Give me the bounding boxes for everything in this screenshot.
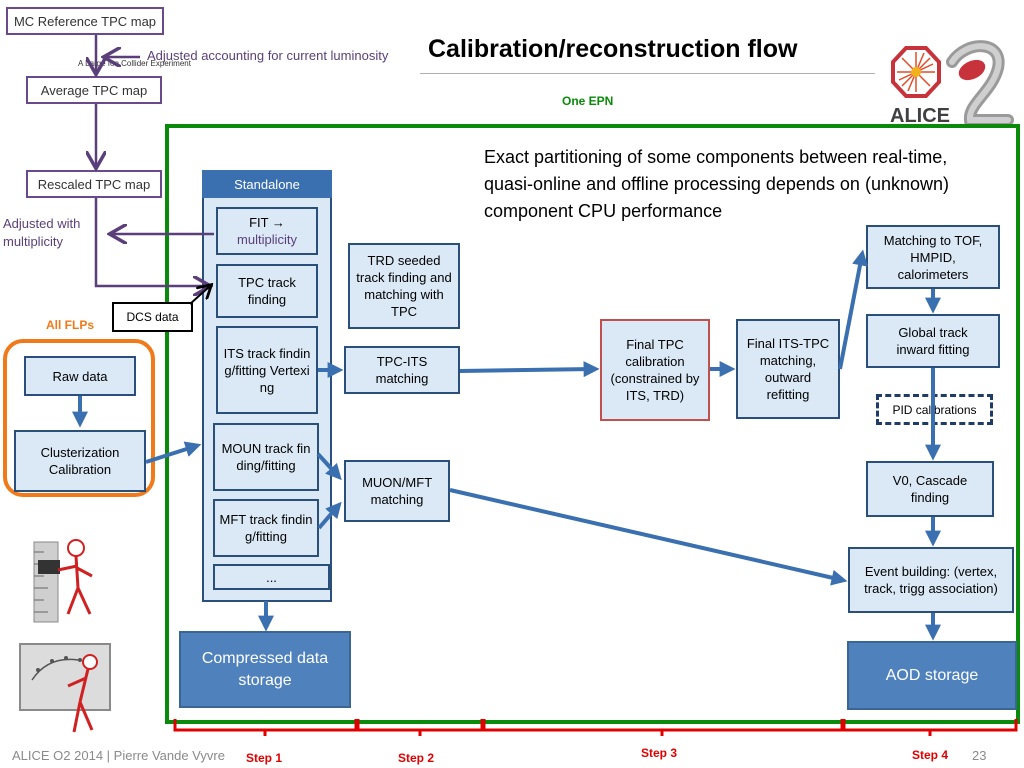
trd-seeded-box: TRD seeded track finding and matching wi… (348, 243, 460, 329)
dcs-data-box: DCS data (112, 302, 193, 332)
more-box: ... (213, 564, 330, 590)
step-2-label: Step 2 (398, 751, 435, 765)
its-track-box: ITS track finding/fitting Vertexing (216, 326, 318, 414)
fit-line1: FIT → (249, 215, 285, 230)
global-track-box: Global track inward fitting (866, 314, 1000, 368)
logo-tagline: A Large Ion Collider Experiment (78, 59, 191, 68)
moun-track-box: MOUN track finding/fitting (213, 423, 319, 491)
final-tpc-calibration-box: Final TPC calibration (constrained by IT… (600, 319, 710, 421)
rescaled-tpc-map: Rescaled TPC map (26, 170, 162, 198)
tpc-track-finding-box: TPC track finding (216, 264, 318, 318)
muon-mft-matching-box: MUON/MFT matching (344, 460, 450, 522)
alice-logo: ALICE (890, 40, 1014, 126)
compressed-data-storage: Compressed data storage (179, 631, 351, 708)
v0-cascade-box: V0, Cascade finding (866, 461, 994, 517)
board-figure-clipart (19, 643, 111, 733)
epn-note: Exact partitioning of some components be… (484, 147, 949, 221)
flp-label: All FLPs (46, 318, 95, 332)
mft-track-box: MFT track finding/fitting (213, 499, 319, 557)
ruler-figure-clipart (33, 539, 93, 623)
raw-data-box: Raw data (24, 356, 136, 396)
mc-reference-tpc-map: MC Reference TPC map (6, 7, 164, 35)
fit-box: FIT → multiplicity (216, 207, 318, 255)
luminosity-note: Adjusted accounting for current luminosi… (147, 48, 389, 63)
page-title: Calibration/reconstruction flow (428, 35, 798, 63)
step-1-label: Step 1 (246, 751, 283, 765)
aod-storage: AOD storage (847, 641, 1017, 710)
matching-tof-box: Matching to TOF, HMPID, calorimeters (866, 225, 1000, 289)
page-number: 23 (972, 748, 987, 763)
footer-text: ALICE O2 2014 | Pierre Vande Vyvre (12, 748, 225, 763)
logo-name: ALICE (890, 105, 950, 126)
event-building-box: Event building: (vertex, track, trigg as… (848, 547, 1014, 613)
clusterization-box: Clusterization Calibration (14, 430, 146, 492)
final-its-tpc-box: Final ITS-TPC matching, outward refittin… (736, 319, 840, 419)
epn-label: One EPN (562, 94, 614, 108)
tpc-its-matching-box: TPC-ITS matching (344, 346, 460, 394)
fit-line2: multiplicity (237, 232, 297, 247)
step-4-label: Step 4 (912, 748, 949, 762)
epn-frame (165, 124, 1020, 724)
average-tpc-map: Average TPC map (26, 76, 162, 104)
title-underline (420, 73, 875, 74)
standalone-header: Standalone (202, 170, 332, 198)
flp-frame (3, 339, 155, 497)
multiplicity-note: Adjusted with multiplicity (3, 216, 81, 249)
step-3-label: Step 3 (641, 746, 678, 760)
